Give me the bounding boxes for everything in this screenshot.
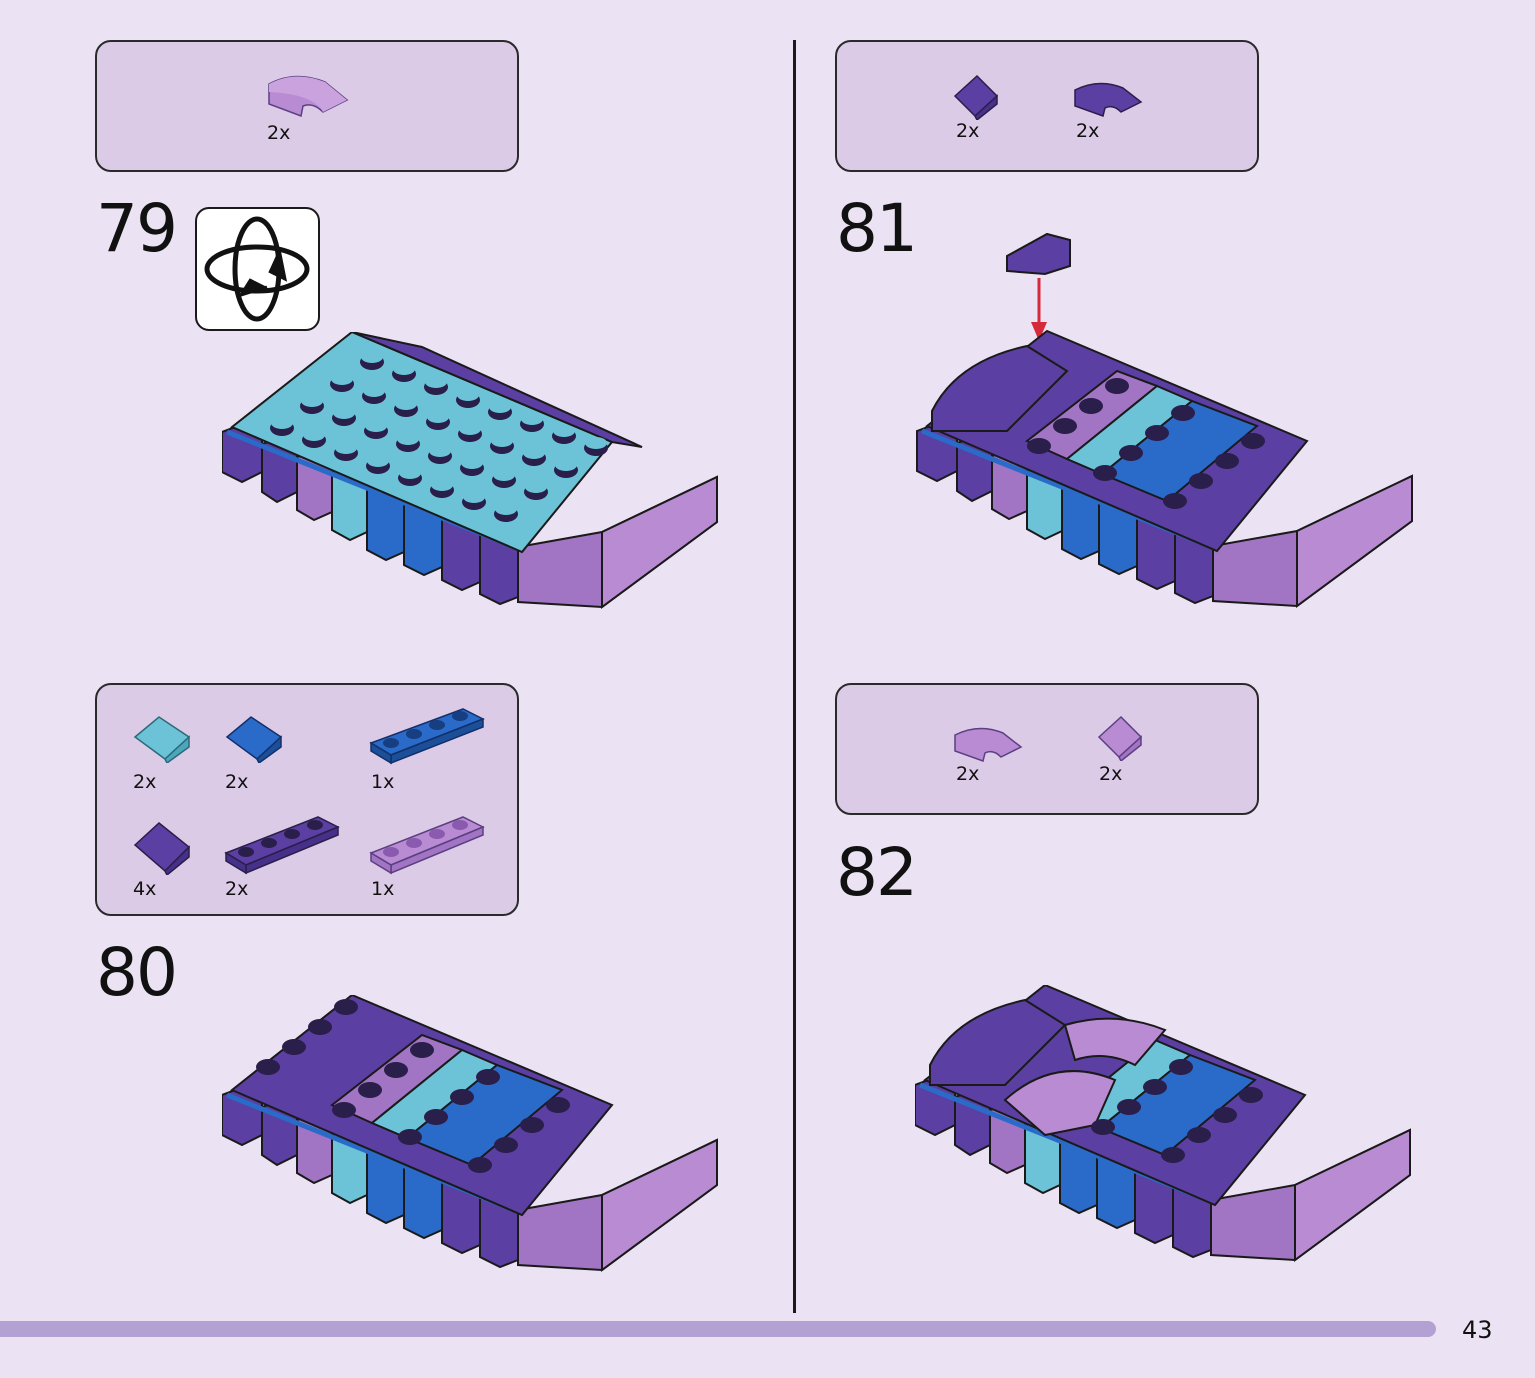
step-82-parts-callout: 2x 2x <box>835 683 1259 815</box>
step-81-model-illustration <box>915 232 1415 626</box>
part-qty: 2x <box>1099 763 1123 785</box>
part-qty: 2x <box>225 771 249 793</box>
curved-slope-dark-purple-icon <box>1074 82 1143 117</box>
slope-blue-icon <box>225 716 283 763</box>
step-80-model-illustration <box>222 995 722 1290</box>
step-number: 80 <box>96 934 178 1011</box>
part-qty: 1x <box>371 878 395 900</box>
plate-1x4-lavender-icon <box>369 816 485 875</box>
step-number: 81 <box>836 190 918 267</box>
part-qty: 2x <box>133 771 157 793</box>
falling-slope-part <box>1006 232 1071 276</box>
step-82-model-illustration <box>915 985 1415 1285</box>
step-number: 82 <box>836 834 918 911</box>
page-number: 43 <box>1462 1316 1493 1344</box>
step-number: 79 <box>96 190 178 267</box>
step-81-parts-callout: 2x 2x <box>835 40 1259 172</box>
step-79-parts-callout: 2x <box>95 40 519 172</box>
rotate-model-icon <box>195 207 320 331</box>
curved-slope-lavender-icon <box>268 75 349 118</box>
step-79-model-illustration <box>222 332 722 627</box>
part-qty: 2x <box>1076 120 1100 142</box>
part-qty: 1x <box>371 771 395 793</box>
slope-lavender-icon <box>1097 715 1143 761</box>
slope-dark-purple-icon <box>953 74 999 120</box>
column-divider <box>793 40 796 1313</box>
plate-1x4-blue-icon <box>369 708 485 765</box>
part-qty: 2x <box>267 122 291 144</box>
part-qty: 2x <box>956 763 980 785</box>
footer-bar <box>0 1321 1436 1337</box>
curved-slope-lavender-icon <box>954 727 1023 762</box>
part-qty: 2x <box>225 878 249 900</box>
part-qty: 4x <box>133 878 157 900</box>
plate-1x4-dark-purple-icon <box>224 816 340 875</box>
step-80-parts-callout: 2x 2x 1x 4x 2x 1x <box>95 683 519 916</box>
part-qty: 2x <box>956 120 980 142</box>
slope-dark-purple-icon <box>133 822 191 875</box>
slope-azure-icon <box>133 716 191 763</box>
